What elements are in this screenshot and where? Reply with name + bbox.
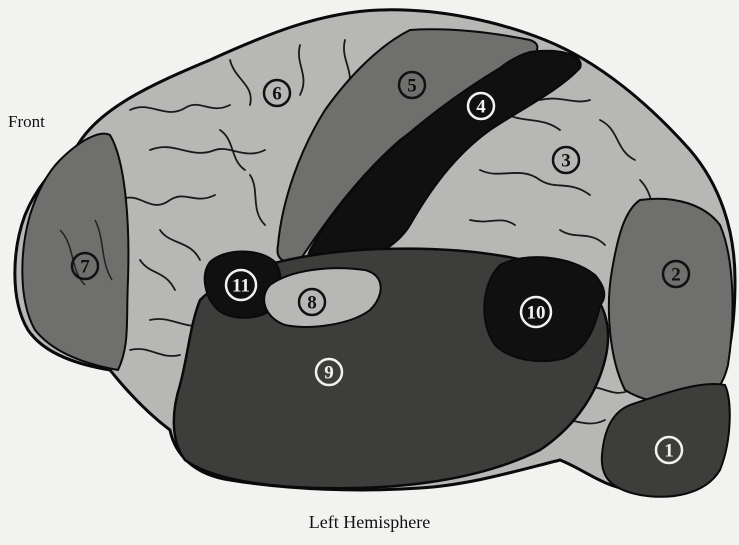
region-2-area	[609, 199, 733, 405]
region-9-number: 9	[324, 363, 334, 384]
region-5-number: 5	[407, 76, 417, 97]
region-3-number: 3	[561, 151, 571, 172]
region-10-number: 10	[527, 303, 546, 324]
hemisphere-caption: Left Hemisphere	[0, 512, 739, 533]
region-6-number: 6	[272, 84, 282, 105]
region-11-number: 11	[232, 276, 250, 297]
region-8-number: 8	[307, 293, 317, 314]
region-7-area	[22, 134, 128, 370]
region-1-number: 1	[664, 441, 674, 462]
region-4-number: 4	[476, 97, 486, 118]
front-label: Front	[8, 112, 45, 132]
region-7-number: 7	[80, 257, 90, 278]
region-2-number: 2	[671, 265, 681, 286]
